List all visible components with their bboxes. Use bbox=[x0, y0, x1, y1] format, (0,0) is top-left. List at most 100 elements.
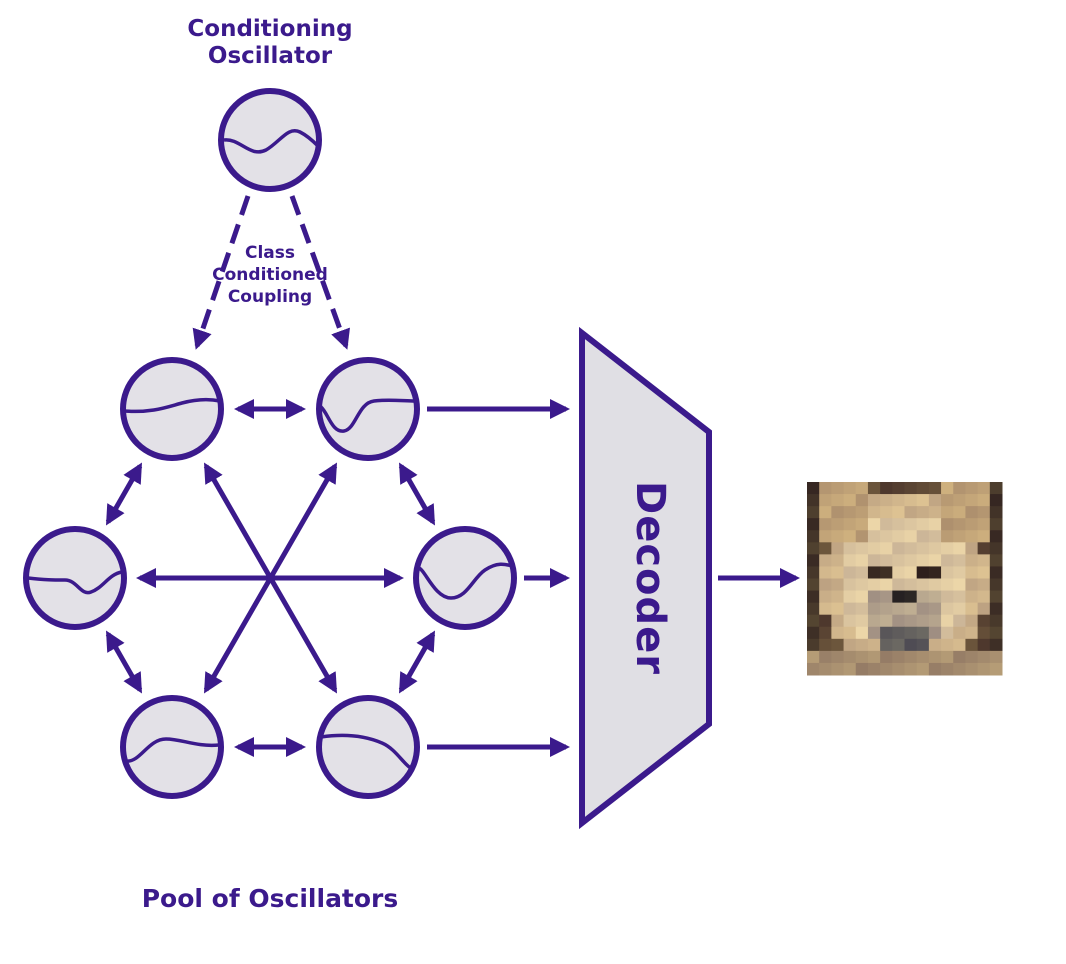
dog-image-pixel bbox=[965, 494, 979, 507]
dog-image-pixel bbox=[831, 554, 845, 567]
dog-image-pixel bbox=[953, 542, 966, 555]
dog-image-pixel bbox=[892, 662, 905, 676]
dog-image-pixel bbox=[880, 626, 893, 640]
decoder-block bbox=[579, 326, 712, 830]
dog-image-pixel bbox=[880, 638, 893, 652]
dog-image-pixel bbox=[965, 542, 979, 555]
dog-image-pixel bbox=[965, 650, 979, 664]
dog-image-pixel bbox=[989, 518, 1003, 531]
dog-image-pixel bbox=[831, 494, 845, 507]
dog-image-pixel bbox=[867, 614, 881, 628]
dog-image-pixel bbox=[977, 554, 991, 567]
dog-image-pixel bbox=[892, 494, 905, 507]
dog-image-pixel bbox=[807, 530, 820, 543]
dog-image-pixel bbox=[916, 650, 930, 664]
dog-image-pixel bbox=[941, 662, 954, 676]
dog-image-pixel bbox=[867, 494, 881, 507]
dog-image-pixel bbox=[892, 626, 905, 640]
dog-image-pixel bbox=[965, 482, 979, 495]
dog-image-pixel bbox=[916, 518, 930, 531]
dog-image-pixel bbox=[892, 542, 905, 555]
dog-image-pixel bbox=[867, 530, 881, 543]
dog-image-pixel bbox=[892, 614, 905, 628]
dog-image-pixel bbox=[867, 650, 881, 664]
dog-image-pixel bbox=[928, 494, 942, 507]
dog-image-pixel bbox=[965, 518, 979, 531]
dog-image-pixel bbox=[916, 578, 930, 592]
oscillator-circle bbox=[23, 526, 127, 630]
class-coupling-arrow-left bbox=[192, 195, 251, 350]
dog-image-pixel bbox=[807, 542, 820, 555]
oscillator-top-left bbox=[120, 357, 224, 461]
dog-image-pixel bbox=[989, 650, 1003, 664]
dog-image-pixel bbox=[892, 650, 905, 664]
dog-image-pixel bbox=[892, 482, 905, 495]
dog-image-pixel bbox=[867, 602, 881, 616]
dog-image-pixel bbox=[965, 638, 979, 652]
dog-image-pixel bbox=[831, 542, 845, 555]
dog-image-pixel bbox=[843, 530, 857, 543]
dog-image-pixel bbox=[977, 590, 991, 604]
dog-image-pixel bbox=[928, 614, 942, 628]
dog-image-pixel bbox=[831, 662, 845, 676]
dog-image-pixel bbox=[807, 650, 820, 664]
oscillator-left bbox=[23, 526, 127, 630]
dog-image-pixel bbox=[855, 662, 869, 676]
dog-image-pixel bbox=[843, 494, 857, 507]
dog-image-pixel bbox=[880, 566, 893, 579]
dog-image-pixel bbox=[941, 518, 954, 531]
dog-image-pixel bbox=[855, 578, 869, 592]
dog-image-pixel bbox=[941, 578, 954, 592]
sine-wave-icon bbox=[417, 562, 513, 600]
dog-image-pixel bbox=[843, 602, 857, 616]
dog-image-pixel bbox=[941, 626, 954, 640]
dog-image-pixel bbox=[953, 518, 966, 531]
dog-image-pixel bbox=[855, 650, 869, 664]
oscillator-bottom-left bbox=[120, 695, 224, 799]
dog-image-pixel bbox=[989, 482, 1003, 495]
dog-image-pixel bbox=[892, 566, 905, 579]
dog-image-pixel bbox=[855, 638, 869, 652]
dog-image-pixel bbox=[965, 626, 979, 640]
dog-image-pixel bbox=[867, 506, 881, 519]
dog-image-pixel bbox=[916, 566, 930, 579]
dog-image-pixel bbox=[819, 554, 832, 567]
pool-of-oscillators-label: Pool of Oscillators bbox=[141, 884, 399, 913]
dog-image-pixel bbox=[819, 530, 832, 543]
oscillator-top-right bbox=[316, 357, 420, 461]
sine-wave-icon bbox=[320, 733, 413, 771]
dog-image-pixel bbox=[916, 662, 930, 676]
dog-image-pixel bbox=[892, 590, 905, 604]
coupling-arrow-lower-right bbox=[398, 630, 436, 694]
dog-image-pixel bbox=[928, 542, 942, 555]
dog-image-pixel bbox=[904, 614, 918, 628]
dog-image-pixel bbox=[904, 506, 918, 519]
dog-image-pixel bbox=[867, 638, 881, 652]
dog-image-pixel bbox=[941, 590, 954, 604]
dog-image-pixel bbox=[892, 518, 905, 531]
dog-image-pixel bbox=[953, 566, 966, 579]
dog-image-pixel bbox=[855, 530, 869, 543]
dog-image-pixel bbox=[953, 638, 966, 652]
dog-image-pixel bbox=[819, 494, 832, 507]
dog-image-pixel bbox=[965, 614, 979, 628]
dog-image-pixel bbox=[989, 614, 1003, 628]
dog-image-pixel bbox=[928, 530, 942, 543]
dog-image-pixel bbox=[867, 626, 881, 640]
dog-image-pixel bbox=[916, 542, 930, 555]
dog-image-pixel bbox=[880, 578, 893, 592]
dog-image-pixel bbox=[843, 638, 857, 652]
dog-image-pixel bbox=[989, 506, 1003, 519]
dog-image-pixel bbox=[977, 530, 991, 543]
dog-image-pixel bbox=[977, 578, 991, 592]
dog-image-pixel bbox=[880, 614, 893, 628]
dog-image-pixel bbox=[880, 662, 893, 676]
dog-image-pixel bbox=[855, 494, 869, 507]
dog-image-pixel bbox=[941, 554, 954, 567]
dog-image-pixel bbox=[989, 602, 1003, 616]
dog-image-pixel bbox=[904, 518, 918, 531]
class-label-line2: Conditioned bbox=[212, 265, 328, 286]
dog-image-pixel bbox=[977, 494, 991, 507]
dog-image-pixel bbox=[989, 578, 1003, 592]
dog-image-pixel bbox=[965, 566, 979, 579]
